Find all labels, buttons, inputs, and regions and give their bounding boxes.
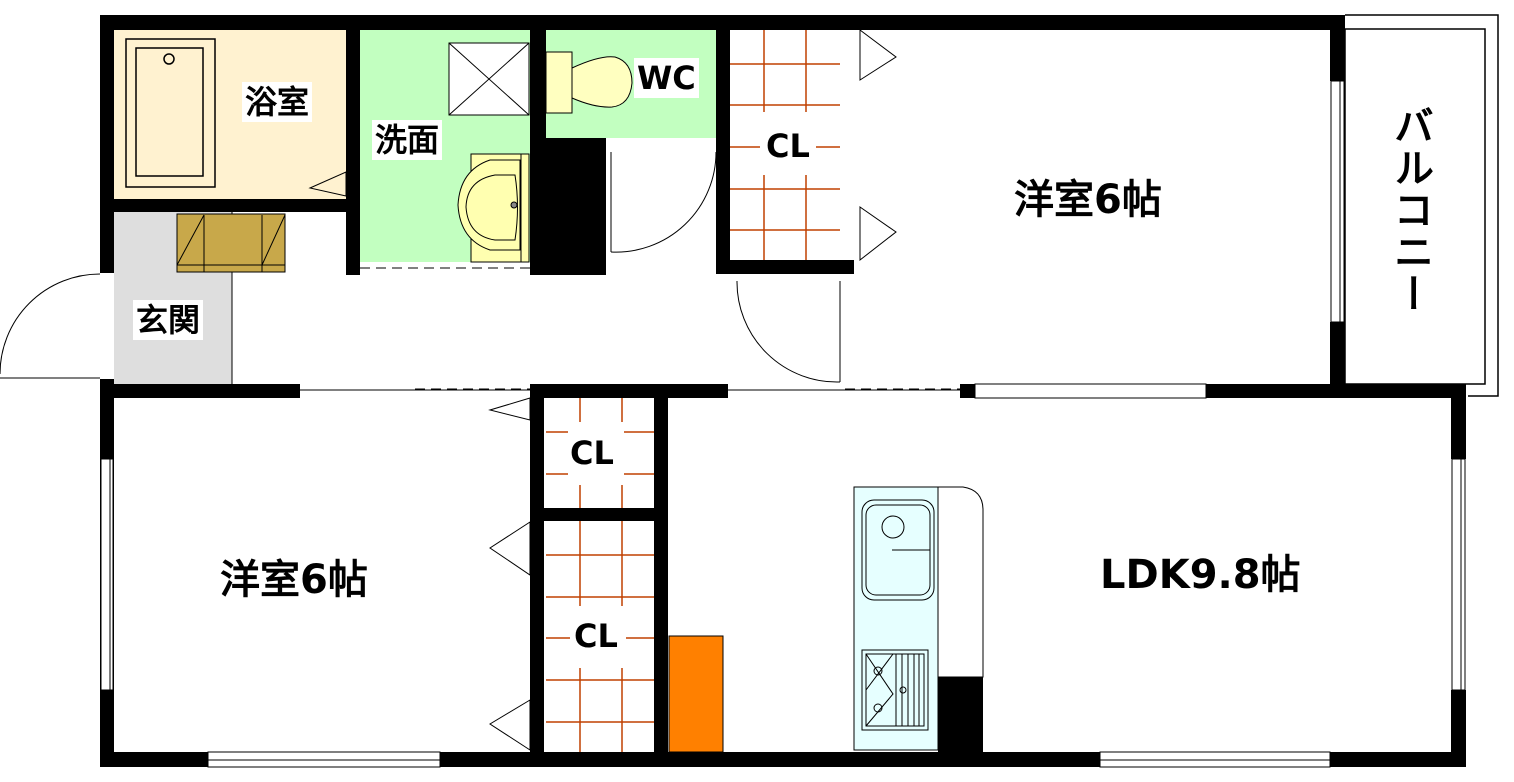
washroom-label: 洗面 bbox=[372, 120, 443, 160]
washing-machine-icon bbox=[448, 42, 530, 116]
closet-top-tiles bbox=[730, 30, 840, 260]
vanity-sink-icon bbox=[457, 153, 530, 263]
wc-label: WC bbox=[634, 58, 699, 98]
entrance-label: 玄関 bbox=[133, 300, 204, 340]
western-room-north-label: 洋室6帖 bbox=[1014, 177, 1162, 223]
bathtub-icon bbox=[125, 38, 216, 188]
refrigerator-space bbox=[668, 635, 724, 753]
closet-mid-tiles bbox=[546, 398, 654, 508]
closet-top-label: CL bbox=[763, 128, 813, 164]
toilet-icon bbox=[545, 51, 633, 114]
windows bbox=[100, 80, 1466, 761]
closet-low-tiles bbox=[546, 520, 654, 752]
bath-floor bbox=[114, 30, 348, 200]
closet-mid-label: CL bbox=[570, 434, 614, 472]
balcony-label: バルコニー bbox=[1387, 105, 1433, 315]
western-room-south-label: 洋室6帖 bbox=[220, 557, 368, 603]
kitchen-counter bbox=[853, 486, 984, 751]
closet-low-label: CL bbox=[572, 617, 620, 655]
bath-label: 浴室 bbox=[242, 82, 313, 122]
doors bbox=[0, 29, 960, 751]
shoe-cabinet-icon bbox=[176, 213, 286, 273]
ldk-label: LDK9.8帖 bbox=[1100, 552, 1301, 598]
walls bbox=[100, 15, 1466, 767]
